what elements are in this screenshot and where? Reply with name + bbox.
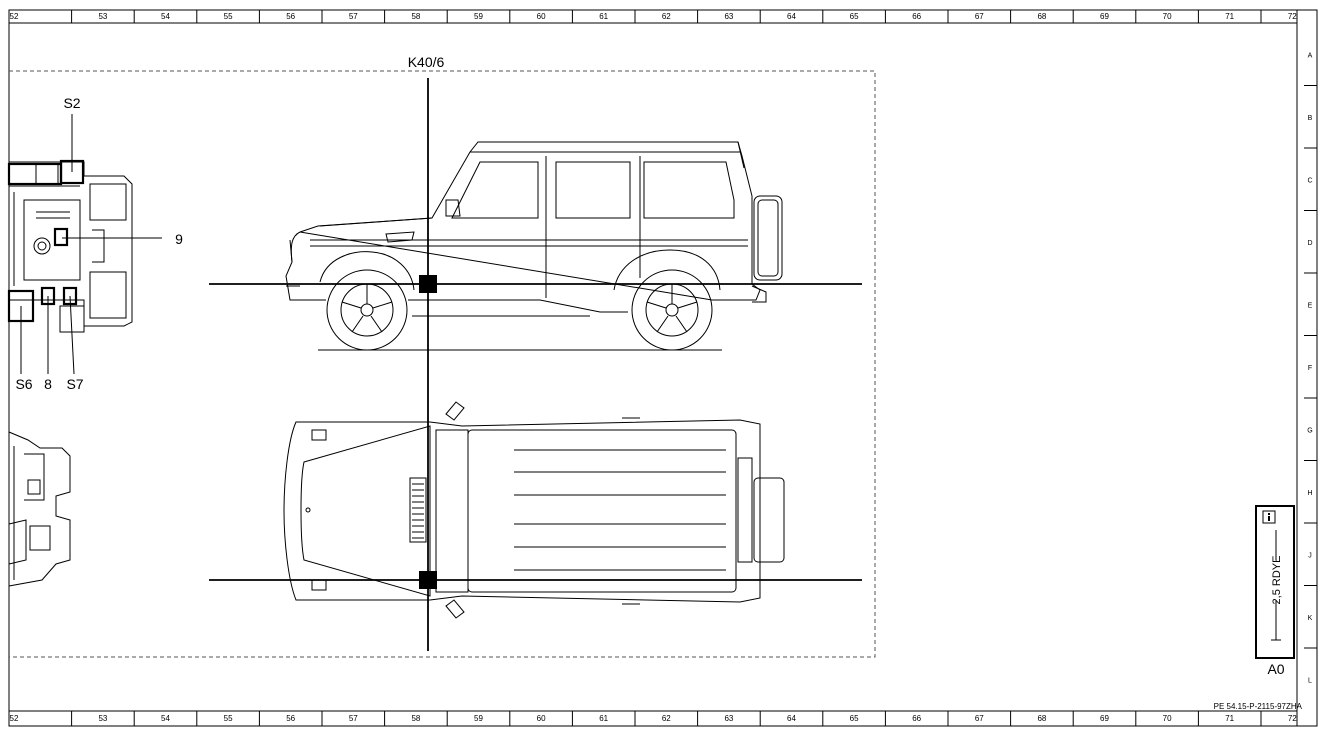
- column-number: 68: [1037, 714, 1046, 723]
- column-number: 65: [850, 12, 859, 21]
- row-letter: H: [1307, 490, 1312, 497]
- row-ruler-right: A B C D E F G H J K L: [1304, 52, 1317, 684]
- column-ruler-bottom: 52 53 54 55 56 57 58 59 60 61 62 63 64 65 66 67 68 69 70 71…: [10, 714, 1298, 723]
- column-number: 53: [98, 12, 107, 21]
- column-number: 72: [1288, 12, 1297, 21]
- wire-info-box: 2,5 RDYE: [1255, 505, 1295, 659]
- callout-leaders: [20, 114, 162, 375]
- column-number: 63: [724, 714, 733, 723]
- column-number: 66: [912, 12, 921, 21]
- column-number: 70: [1163, 714, 1172, 723]
- callout-s7: S7: [66, 376, 83, 392]
- column-number: 69: [1100, 12, 1109, 21]
- wire-spec-label: 2,5 RDYE: [1271, 556, 1283, 605]
- callout-8: 8: [44, 376, 52, 392]
- column-number: 53: [98, 714, 107, 723]
- column-number: 67: [975, 714, 984, 723]
- column-number: 60: [537, 714, 546, 723]
- column-ruler-top: 52 53 54 55 56 57 58 59 60 61 62 63 64 65 66 67 68 69 70 71…: [10, 12, 1298, 21]
- column-number: 55: [224, 12, 233, 21]
- fuse-relay-box: [9, 161, 133, 333]
- column-number: 68: [1037, 12, 1046, 21]
- column-number: 65: [850, 714, 859, 723]
- row-letter: E: [1308, 302, 1313, 309]
- callout-s6: S6: [15, 376, 32, 392]
- highlighted-fuses: [7, 159, 85, 323]
- column-number: 69: [1100, 714, 1109, 723]
- column-number: 58: [411, 12, 420, 21]
- connector-label: K40/6: [408, 54, 445, 70]
- document-code: PE 54.15-P-2115-97ZHA: [1214, 702, 1303, 711]
- column-number: 59: [474, 12, 483, 21]
- column-number: 52: [10, 714, 19, 723]
- connector-marker-top: [419, 571, 437, 589]
- row-letter: G: [1307, 427, 1312, 434]
- column-number: 64: [787, 714, 796, 723]
- row-letter: D: [1307, 240, 1312, 247]
- column-number: 58: [411, 714, 420, 723]
- column-number: 52: [10, 12, 19, 21]
- callout-s2: S2: [63, 95, 80, 111]
- row-letter: F: [1308, 365, 1312, 372]
- column-number: 70: [1163, 12, 1172, 21]
- front-wheel-side: [326, 269, 408, 351]
- column-number: 62: [662, 714, 671, 723]
- column-number: 61: [599, 714, 608, 723]
- column-number: 66: [912, 714, 921, 723]
- column-number: 59: [474, 714, 483, 723]
- column-number: 61: [599, 12, 608, 21]
- vehicle-top-view: [283, 401, 785, 619]
- column-number: 64: [787, 12, 796, 21]
- row-letter: J: [1308, 552, 1312, 559]
- vehicle-side-view: [285, 141, 783, 317]
- row-letter: B: [1308, 115, 1313, 122]
- row-letter: K: [1308, 615, 1313, 622]
- partial-component-lower-left: [8, 431, 71, 587]
- column-number: 67: [975, 12, 984, 21]
- column-number: 60: [537, 12, 546, 21]
- row-letter: A: [1308, 52, 1313, 59]
- row-letter: C: [1307, 177, 1312, 184]
- column-number: 57: [349, 12, 358, 21]
- sheet-frame: [8, 9, 1318, 727]
- callout-9: 9: [175, 231, 183, 247]
- connector-ref-label: A0: [1267, 661, 1284, 677]
- location-crosshair: [209, 78, 862, 651]
- component-location-border: [9, 70, 876, 658]
- info-icon: [1268, 513, 1270, 521]
- column-number: 54: [161, 12, 170, 21]
- row-letter: L: [1308, 677, 1312, 684]
- column-number: 55: [224, 714, 233, 723]
- column-number: 71: [1225, 714, 1234, 723]
- column-number: 56: [286, 714, 295, 723]
- column-number: 54: [161, 714, 170, 723]
- column-number: 63: [724, 12, 733, 21]
- column-number: 72: [1288, 714, 1297, 723]
- column-number: 57: [349, 714, 358, 723]
- connector-marker-side: [419, 275, 437, 293]
- column-number: 56: [286, 12, 295, 21]
- column-number: 62: [662, 12, 671, 21]
- rear-wheel-side: [631, 269, 713, 351]
- column-number: 71: [1225, 12, 1234, 21]
- column-ticks: [71, 10, 1262, 726]
